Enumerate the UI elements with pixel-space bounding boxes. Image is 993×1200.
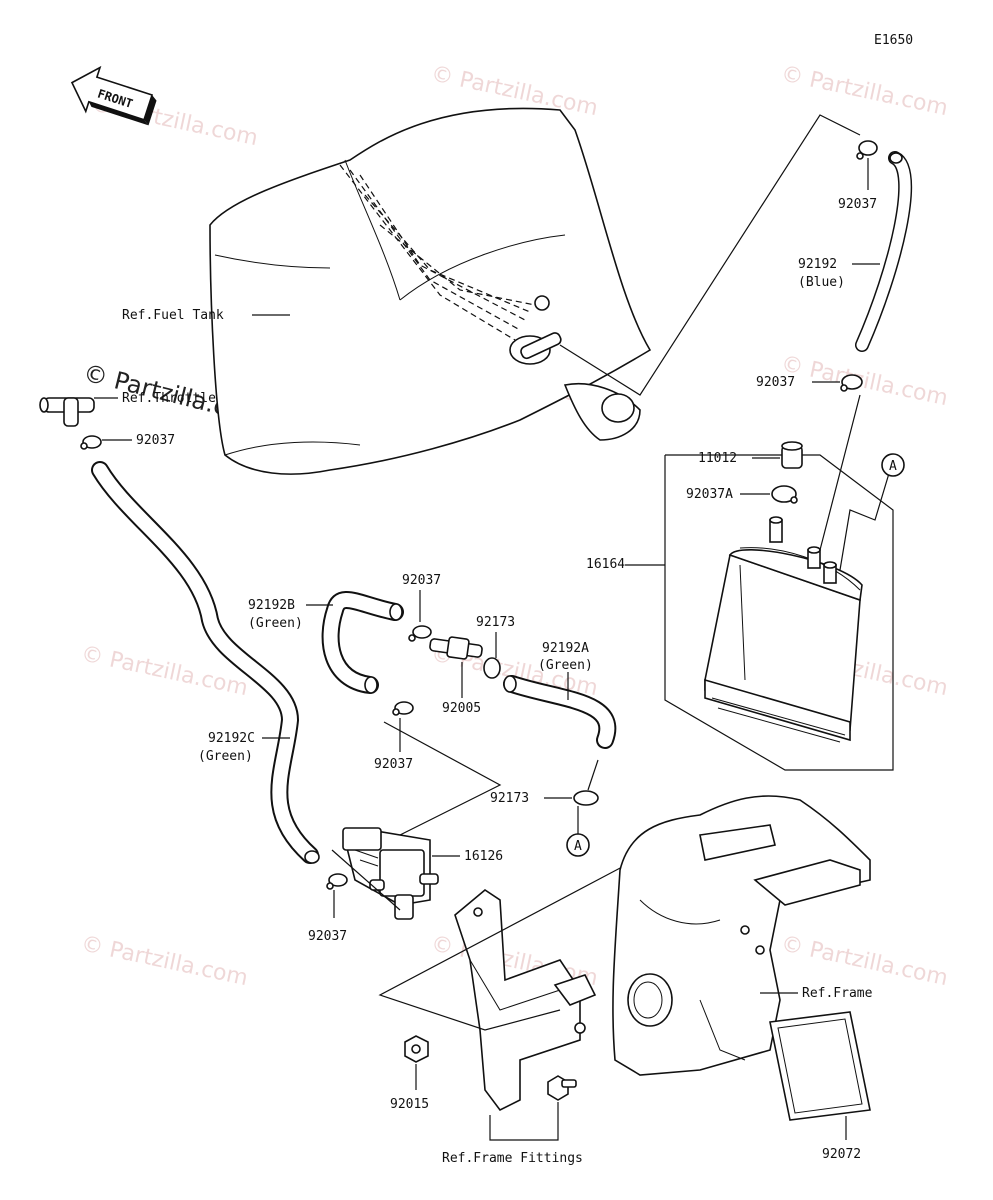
label-92037-b2: 92037 <box>374 757 413 772</box>
label-92037A: 92037A <box>686 487 733 502</box>
label-92072: 92072 <box>822 1147 861 1162</box>
hose-92192B <box>321 591 404 694</box>
label-92173-bot: 92173 <box>490 791 529 806</box>
label-92192C-color: (Green) <box>198 749 253 764</box>
label-92192B-color: (Green) <box>248 616 303 631</box>
clip-92173-top <box>483 657 501 679</box>
leader-valve-left <box>331 849 401 911</box>
fuel-tank <box>209 107 652 475</box>
cap-11012 <box>781 441 803 469</box>
label-16164: 16164 <box>586 557 625 572</box>
label-92015: 92015 <box>390 1097 429 1112</box>
nut-92015 <box>404 1035 429 1063</box>
label-92192-color: (Blue) <box>798 275 845 290</box>
label-ref-throttle: Ref.Throttle <box>122 391 216 406</box>
watermark-9: © Partzilla.com <box>79 931 250 991</box>
leader-frame-fittings <box>489 1102 559 1141</box>
label-11012: 11012 <box>698 451 737 466</box>
label-92192A: 92192A <box>542 641 589 656</box>
valve-16126 <box>342 827 439 920</box>
label-92037-bot: 92037 <box>308 929 347 944</box>
label-ref-frame: Ref.Frame <box>802 986 873 1001</box>
seal-92072 <box>769 1011 871 1121</box>
label-callout-a-top: A <box>889 459 897 474</box>
label-92037-top: 92037 <box>838 197 877 212</box>
clamp-92037A <box>771 485 798 504</box>
hose-92192-blue <box>855 151 913 352</box>
joint-92005 <box>429 636 483 660</box>
leader-bracket <box>378 847 659 1031</box>
front-arrow-icon: FRONT <box>70 65 157 126</box>
throttle-fitting <box>39 397 95 427</box>
label-16126: 16126 <box>464 849 503 864</box>
clamp-92037-b1 <box>408 625 432 642</box>
leader-tank-hose <box>559 114 861 396</box>
clamp-92037-bot <box>326 873 348 890</box>
leader-canister-hose <box>819 394 861 551</box>
label-92037-mid: 92037 <box>756 375 795 390</box>
callout-a-top <box>881 453 905 477</box>
label-92037-left: 92037 <box>136 433 175 448</box>
bolt <box>547 1075 577 1101</box>
watermark-2: © Partzilla.com <box>779 61 950 121</box>
label-92192B: 92192B <box>248 598 295 613</box>
frame <box>612 795 871 1076</box>
label-callout-a-bot: A <box>574 839 582 854</box>
canister-frame <box>664 454 894 771</box>
label-92037-b1: 92037 <box>402 573 441 588</box>
clamp-92037-b2 <box>392 701 414 716</box>
clamp-92037-mid <box>840 374 863 392</box>
bracket-frame-fittings <box>454 889 597 1112</box>
leader-valve-lines <box>383 721 502 836</box>
leader-hose-to-clip <box>587 759 599 791</box>
diagram-code: E1650 <box>874 33 913 48</box>
label-ref-frame-fittings: Ref.Frame Fittings <box>442 1151 583 1166</box>
clamp-92037-top <box>856 140 878 160</box>
clamp-92037-left <box>80 435 102 450</box>
canister-16164 <box>704 516 863 743</box>
label-92005: 92005 <box>442 701 481 716</box>
leader-callout-a-top <box>839 469 891 571</box>
watermark-11: © Partzilla.com <box>779 931 950 991</box>
callout-a-bot <box>566 833 590 857</box>
label-92192C: 92192C <box>208 731 255 746</box>
hose-92192C <box>91 461 320 864</box>
clip-92173-bot <box>573 790 599 806</box>
label-92192A-color: (Green) <box>538 658 593 673</box>
label-92173-top: 92173 <box>476 615 515 630</box>
label-ref-fuel-tank: Ref.Fuel Tank <box>122 308 224 323</box>
hose-92192A <box>503 675 617 749</box>
watermark-5: © Partzilla.com <box>779 351 950 411</box>
label-92192: 92192 <box>798 257 837 272</box>
